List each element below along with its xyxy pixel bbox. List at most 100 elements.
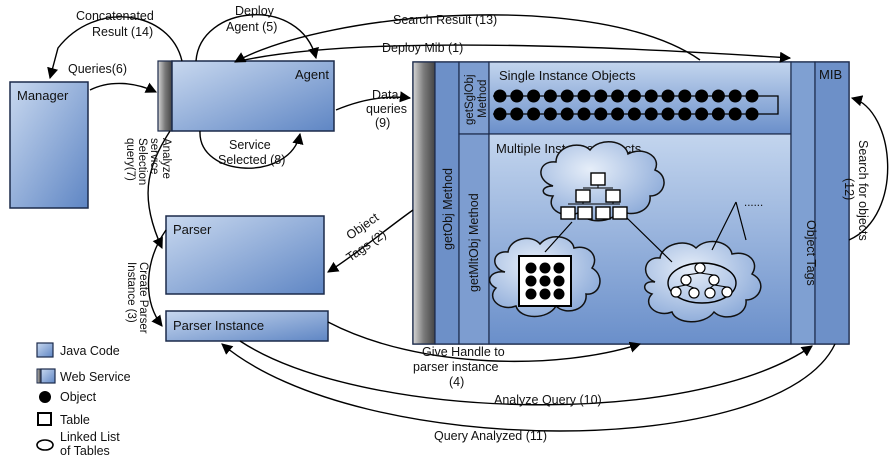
legend-web-service: Web Service [60, 370, 131, 384]
object-tags-column [790, 61, 816, 345]
getobj-method-column [434, 61, 460, 345]
label-analyze-2: service [148, 138, 160, 174]
object-dot [539, 288, 551, 300]
object-dot [627, 89, 641, 103]
legend-linked-list-1: Linked List [60, 430, 120, 444]
legend-java-code: Java Code [60, 344, 120, 358]
object-dot [493, 107, 507, 121]
single-instance-label: Single Instance Objects [499, 68, 636, 83]
label-service-selected-2: Selected (8) [218, 153, 285, 167]
getmltobj-method-label: getMltObj Method [467, 193, 481, 292]
arrow-search-for-objects [848, 95, 889, 241]
manager-box: Manager [9, 81, 89, 209]
mib-column [814, 61, 850, 345]
object-dot [527, 107, 541, 121]
legend-linked-list-2: of Tables [60, 444, 110, 458]
web-service-strip [157, 60, 173, 132]
label-deploy-mib: Deploy Mib (1) [382, 41, 463, 55]
object-dot [644, 107, 658, 121]
object-dot [745, 107, 759, 121]
linked-list-cloud [644, 240, 762, 323]
tree-of-tables-cloud [540, 141, 665, 222]
agent-box: Agent [157, 60, 335, 132]
arrow-queries [89, 82, 158, 93]
label-service-selected-1: Service [229, 138, 271, 152]
arrows [47, 14, 889, 432]
object-dot [711, 89, 725, 103]
legend-table-icon [37, 412, 52, 426]
arrow-concatenated-result [47, 16, 183, 80]
object-dot [543, 107, 557, 121]
getsglobj-label-2: Method [477, 80, 489, 118]
label-give-handle-3: (4) [449, 375, 464, 389]
legend-object: Object [60, 390, 97, 404]
object-dot [661, 107, 675, 121]
getmltobj-method-cell [458, 133, 490, 345]
label-give-handle-1: Give Handle to [422, 345, 505, 359]
agent-label: Agent [295, 67, 329, 82]
object-dot [553, 275, 565, 287]
label-create-parser-2: Instance (3) [125, 262, 137, 323]
object-dot [539, 275, 551, 287]
object-dot [493, 89, 507, 103]
legend-java-code-swatch [36, 342, 54, 358]
object-dot [594, 89, 608, 103]
mib-web-service-strip [412, 61, 436, 345]
object-dot [594, 107, 608, 121]
arrow-object-tags [327, 209, 414, 273]
label-concatenated-1: Concatenated [76, 9, 154, 23]
object-dot [525, 262, 537, 274]
object-dot [577, 89, 591, 103]
mib-box: MIB Single Instance Objects Multiple Ins… [412, 61, 850, 345]
label-analyze-query: Analyze Query (10) [494, 393, 602, 407]
object-tags-label: Object Tags [804, 220, 818, 286]
parser-box: Parser [165, 215, 325, 295]
object-dot [644, 89, 658, 103]
label-deploy-agent-1: Deploy [235, 4, 275, 18]
label-search-result: Search Result (13) [393, 13, 497, 27]
getsglobj-label-1: getSglObj [464, 74, 476, 125]
object-dot [678, 107, 692, 121]
getobj-method-label: getObj Method [441, 168, 455, 250]
label-queries: Queries(6) [68, 62, 127, 76]
object-dot [745, 89, 759, 103]
arrow-query-analyzed [221, 343, 836, 432]
object-dot [553, 262, 565, 274]
object-dot [543, 89, 557, 103]
label-concatenated-2: Result (14) [92, 25, 153, 39]
object-dot [553, 288, 565, 300]
arrow-service-selected [199, 130, 304, 169]
connector-line [626, 217, 673, 263]
parser-instance-box: Parser Instance [165, 310, 329, 342]
object-dot [525, 275, 537, 287]
parser-instance-label: Parser Instance [173, 318, 264, 333]
object-dot [728, 107, 742, 121]
object-dot [695, 89, 709, 103]
label-create-parser-1: Create Parser [137, 262, 149, 334]
label-search-objects-1: Search for objects [856, 140, 870, 241]
table-cloud [488, 236, 601, 318]
legend-linked-list-icon [36, 439, 54, 451]
object-dot [678, 89, 692, 103]
label-analyze-4: query(7) [124, 138, 136, 181]
ellipsis-label: ...... [744, 197, 763, 209]
label-analyze-1: Analyze [160, 138, 172, 179]
object-dot [695, 107, 709, 121]
label-deploy-agent-2: Agent (5) [226, 20, 277, 34]
object-dot [510, 89, 524, 103]
arrow-deploy-agent [195, 14, 319, 62]
arrow-give-handle [327, 321, 642, 363]
label-query-analyzed: Query Analyzed (11) [434, 429, 547, 443]
object-dot [560, 107, 574, 121]
legend: Java Code Web Service Object Table Linke… [36, 342, 131, 458]
object-dot [525, 288, 537, 300]
label-give-handle-2: parser instance [413, 360, 499, 374]
edge-labels: Concatenated Result (14) Queries(6) Depl… [68, 4, 870, 443]
object-dot [711, 107, 725, 121]
object-dot [611, 107, 625, 121]
object-dot [577, 107, 591, 121]
connector-line [544, 221, 573, 253]
parser-label: Parser [173, 222, 212, 237]
connector-line [735, 201, 747, 241]
mib-label: MIB [819, 67, 842, 82]
